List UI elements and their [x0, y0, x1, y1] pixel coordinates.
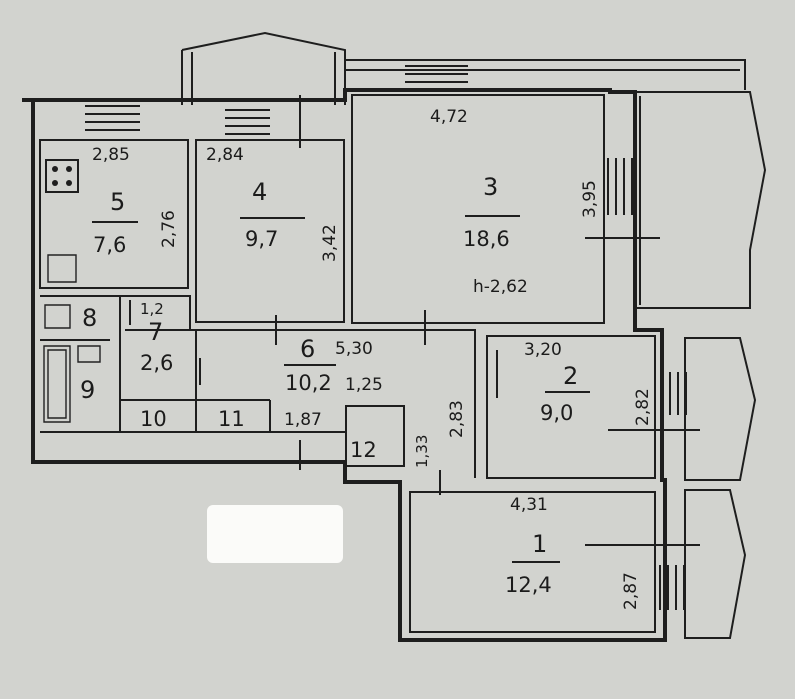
- window: [85, 105, 140, 131]
- room-4-depth: 3,42: [320, 224, 340, 262]
- room-3-width: 4,72: [430, 107, 468, 127]
- right-loggia-middle: [684, 337, 757, 481]
- room-11-number: 11: [218, 407, 245, 431]
- redaction-patch: [207, 505, 343, 563]
- room-6-area: 10,2: [285, 371, 332, 395]
- stove-burner: [52, 166, 58, 172]
- room-1-depth: 2,87: [621, 572, 641, 610]
- window: [661, 372, 687, 415]
- room-3-number: 3: [483, 173, 498, 201]
- corridor-dim-1: 1,25: [345, 375, 383, 395]
- room-6-width: 5,30: [335, 339, 373, 359]
- room-10-number: 10: [140, 407, 167, 431]
- room-5-area: 7,6: [93, 233, 126, 257]
- room-2-number: 2: [563, 362, 578, 390]
- outer-wall: [22, 88, 667, 642]
- room-3-walls: [351, 94, 605, 324]
- bathroom-fixtures: [43, 254, 101, 423]
- room-5-width: 2,85: [92, 145, 130, 165]
- top-balcony: [181, 31, 346, 105]
- room-7-width: 1,2: [140, 300, 164, 318]
- room-7-number: 7: [148, 318, 163, 346]
- room-2-area: 9,0: [540, 401, 573, 425]
- room-12-walls: [345, 405, 405, 467]
- room-4-number: 4: [252, 178, 267, 206]
- room-3-depth: 3,95: [580, 180, 600, 218]
- room-1-walls: [409, 491, 656, 633]
- window: [405, 65, 468, 91]
- window: [659, 565, 685, 610]
- room-5-walls: [39, 139, 189, 289]
- room-6-depth: 2,83: [447, 400, 467, 438]
- room-5-depth: 2,76: [159, 210, 179, 248]
- room-1-number: 1: [532, 530, 547, 558]
- room-2-walls: [486, 335, 656, 479]
- right-loggia-upper: [634, 91, 767, 309]
- room-12-depth: 1,33: [413, 435, 431, 468]
- room-9-number: 9: [80, 376, 95, 404]
- top-loggia: [345, 59, 746, 90]
- room-7-area: 2,6: [140, 351, 173, 375]
- room-2-depth: 2,82: [633, 388, 653, 426]
- stove-burner: [66, 180, 72, 186]
- room-8-number: 8: [82, 304, 97, 332]
- window: [607, 158, 633, 215]
- stove-burner: [66, 166, 72, 172]
- window: [225, 109, 270, 135]
- corridor-walls: [40, 295, 476, 478]
- room-2-width: 3,20: [524, 340, 562, 360]
- room-6-number: 6: [300, 335, 315, 363]
- corridor-dim-2: 1,87: [284, 410, 322, 430]
- room-5-number: 5: [110, 188, 125, 216]
- room-1-width: 4,31: [510, 495, 548, 515]
- stove-burner: [52, 180, 58, 186]
- room-4-width: 2,84: [206, 145, 244, 165]
- door-marks: [129, 95, 700, 546]
- room-4-area: 9,7: [245, 227, 278, 251]
- room-12-number: 12: [350, 438, 377, 462]
- room-1-area: 12,4: [505, 573, 552, 597]
- right-loggia-lower: [684, 489, 747, 639]
- stove-icon: [45, 159, 79, 193]
- room-3-height: h-2,62: [473, 277, 528, 297]
- room-3-area: 18,6: [463, 227, 510, 251]
- room-4-walls: [195, 139, 345, 323]
